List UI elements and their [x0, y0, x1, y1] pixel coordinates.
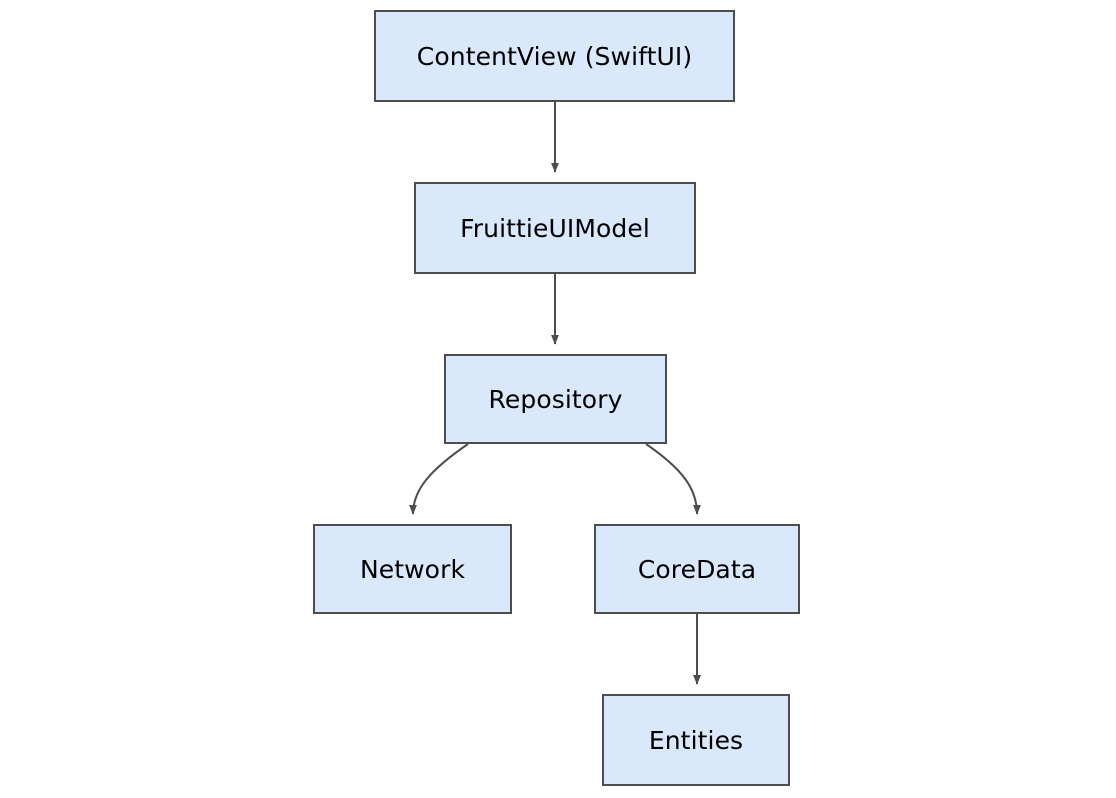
- node-fruittieuimodel[interactable]: FruittieUIModel: [414, 182, 696, 274]
- node-coredata-label: CoreData: [637, 554, 757, 584]
- edge-repository-to-network: [409, 443, 469, 515]
- node-contentview[interactable]: ContentView (SwiftUI): [374, 10, 735, 102]
- node-coredata[interactable]: CoreData: [594, 524, 800, 614]
- node-repository-label: Repository: [488, 384, 623, 414]
- node-entities[interactable]: Entities: [602, 694, 790, 786]
- edge-repository-to-coredata: [645, 443, 701, 515]
- node-repository[interactable]: Repository: [444, 354, 667, 444]
- node-network-label: Network: [359, 554, 466, 584]
- node-fruittieuimodel-label: FruittieUIModel: [460, 213, 650, 243]
- node-entities-label: Entities: [648, 725, 744, 755]
- node-network[interactable]: Network: [313, 524, 512, 614]
- node-contentview-label: ContentView (SwiftUI): [416, 41, 693, 71]
